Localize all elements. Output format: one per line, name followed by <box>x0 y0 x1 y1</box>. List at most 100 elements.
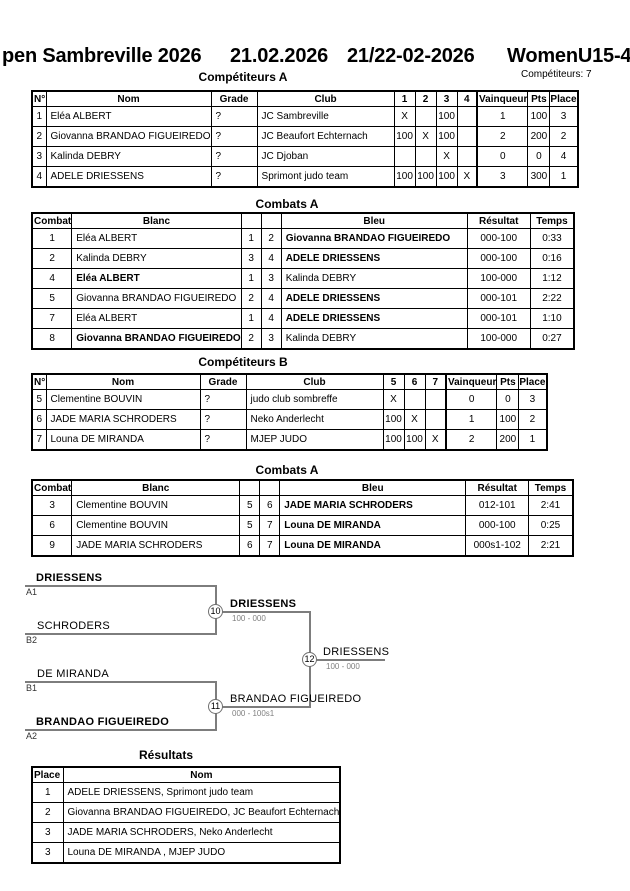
table-row: 2 Kalinda DEBRY 3 4 ADELE DRIESSENS 000-… <box>31 248 575 269</box>
cell-mark: 100 <box>393 126 416 147</box>
cell-white-name: Clementine BOUVIN <box>71 515 241 536</box>
table-header-row: N° Nom Grade Club 1 2 3 4 Vainqueur Pts … <box>31 90 579 107</box>
cell-result: 100-000 <box>466 268 531 289</box>
cell-mark: X <box>403 409 426 430</box>
section-title-resultats: Résultats <box>138 748 194 762</box>
table-row: 1 Eléa ALBERT ? JC Sambreville X 100 1 1… <box>31 106 579 127</box>
cell-num: 6 <box>31 409 47 430</box>
cell-result: 000-100 <box>465 515 530 536</box>
table-row: 6 JADE MARIA SCHRODERS ? Neko Anderlecht… <box>31 409 547 430</box>
cell-num: 4 <box>31 166 47 188</box>
bracket-winner-name: DRIESSENS <box>230 598 297 610</box>
cell-name: Louna DE MIRANDA <box>45 429 201 451</box>
cell-time: 0:33 <box>529 228 575 249</box>
cell-club: Neko Anderlecht <box>245 409 384 430</box>
col-header-round-1: 1 <box>393 90 416 107</box>
cell-mark <box>424 409 447 430</box>
cell-mark: X <box>382 389 405 410</box>
cell-mark <box>403 389 426 410</box>
cell-blue-name: Giovanna BRANDAO FIGUEIREDO <box>280 228 468 249</box>
cell-mark <box>456 126 478 147</box>
col-header-time: Temps <box>528 479 574 496</box>
cell-mark <box>456 106 478 127</box>
cell-combat-num: 8 <box>31 328 73 350</box>
cell-wins: 0 <box>445 389 498 410</box>
col-header-name: Nom <box>62 766 341 783</box>
cell-combat-num: 2 <box>31 248 73 269</box>
match-number-badge: 11 <box>208 699 223 714</box>
col-header-name: Nom <box>45 373 201 390</box>
cell-time: 1:12 <box>529 268 575 289</box>
cell-name: ADELE DRIESSENS, Sprimont judo team <box>62 782 341 803</box>
bracket-match-score: 000 - 100s1 <box>232 709 275 718</box>
match-number-badge: 12 <box>302 652 317 667</box>
cell-mark: X <box>456 166 478 188</box>
col-header-round-7: 7 <box>424 373 447 390</box>
cell-white-num: 3 <box>240 248 262 269</box>
cell-pts: 100 <box>527 106 551 127</box>
col-header-num: N° <box>31 373 47 390</box>
cell-white-name: Giovanna BRANDAO FIGUEIREDO <box>71 328 242 350</box>
cell-name: Kalinda DEBRY <box>45 146 212 167</box>
cell-place: 3 <box>31 822 64 843</box>
col-header-blue-num <box>260 212 282 229</box>
competitors-count-label: Compétiteurs: 7 <box>521 69 592 80</box>
cell-wins: 1 <box>476 106 529 127</box>
cell-place: 3 <box>518 389 547 410</box>
cell-place: 3 <box>549 106 579 127</box>
cell-place: 4 <box>549 146 579 167</box>
cell-club: JC Beaufort Echternach <box>256 126 395 147</box>
cell-name: Eléa ALBERT <box>45 106 212 127</box>
cell-result: 000-100 <box>466 248 531 269</box>
cell-white-num: 6 <box>239 535 261 557</box>
cell-place: 2 <box>31 802 64 823</box>
page-title-date2: 21/22-02-2026 <box>347 45 475 67</box>
col-header-result: Résultat <box>465 479 530 496</box>
cell-place: 3 <box>31 842 64 864</box>
cell-wins: 3 <box>476 166 529 188</box>
col-header-time: Temps <box>529 212 575 229</box>
cell-wins: 1 <box>445 409 498 430</box>
cell-mark: X <box>414 126 437 147</box>
cell-blue-name: Kalinda DEBRY <box>280 328 468 350</box>
col-header-result: Résultat <box>466 212 531 229</box>
cell-mark: X <box>424 429 447 451</box>
table-header-row: Place Nom <box>31 766 341 783</box>
bracket-winner-line <box>215 706 311 708</box>
section-title-combats-a: Combats A <box>255 197 319 211</box>
cell-white-num: 2 <box>240 288 262 309</box>
cell-white-num: 1 <box>240 228 262 249</box>
table-row: 3 Clementine BOUVIN 5 6 JADE MARIA SCHRO… <box>31 495 574 516</box>
cell-time: 2:21 <box>528 535 574 557</box>
combats-b-table: Combat Blanc Bleu Résultat Temps 3 Cleme… <box>31 479 574 557</box>
col-header-wins: Vainqueur <box>476 90 529 107</box>
col-header-grade: Grade <box>210 90 258 107</box>
cell-blue-name: ADELE DRIESSENS <box>280 248 468 269</box>
cell-name: Louna DE MIRANDA , MJEP JUDO <box>62 842 341 864</box>
bracket-winner-name: DRIESSENS <box>323 646 390 658</box>
cell-blue-name: Louna DE MIRANDA <box>279 515 467 536</box>
cell-grade: ? <box>210 166 258 188</box>
cell-blue-name: JADE MARIA SCHRODERS <box>279 495 467 516</box>
bracket-match-score: 100 - 000 <box>326 662 360 671</box>
cell-mark: 100 <box>435 166 458 188</box>
cell-wins: 0 <box>476 146 529 167</box>
cell-white-name: Clementine BOUVIN <box>71 495 241 516</box>
col-header-white: Blanc <box>71 212 242 229</box>
col-header-round-4: 4 <box>456 90 478 107</box>
cell-white-num: 5 <box>239 515 261 536</box>
cell-num: 5 <box>31 389 47 410</box>
cell-name: Giovanna BRANDAO FIGUEIREDO, JC Beaufort… <box>62 802 341 823</box>
table-row: 6 Clementine BOUVIN 5 7 Louna DE MIRANDA… <box>31 515 574 536</box>
cell-grade: ? <box>199 409 247 430</box>
bracket-seed-label: B2 <box>26 635 38 645</box>
cell-mark <box>456 146 478 167</box>
cell-white-name: Eléa ALBERT <box>71 308 242 329</box>
cell-pts: 200 <box>496 429 520 451</box>
bracket-winner-name: BRANDAO FIGUEIREDO <box>230 693 362 705</box>
cell-name: ADELE DRIESSENS <box>45 166 212 188</box>
bracket-slot-line <box>25 729 217 731</box>
cell-grade: ? <box>210 106 258 127</box>
cell-blue-num: 2 <box>260 228 282 249</box>
